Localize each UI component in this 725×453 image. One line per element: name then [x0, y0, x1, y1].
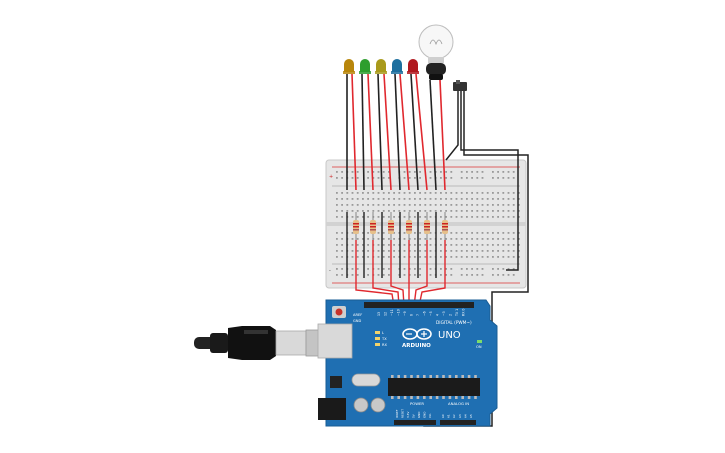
leds — [343, 59, 419, 74]
resistor — [406, 212, 412, 240]
led-yellow-icon[interactable] — [375, 59, 387, 74]
power-pin-label: RESET — [401, 409, 405, 418]
led-wires — [346, 73, 446, 191]
digital-pin-label: 12 — [384, 312, 388, 316]
arduino-logo-icon — [402, 328, 432, 340]
slide-switch-icon[interactable] — [453, 80, 467, 91]
digital-pin-label: 8 — [410, 314, 414, 316]
digital-pin-label: ~9 — [403, 311, 407, 316]
analog-header-label: ANALOG IN — [448, 401, 469, 406]
power-pin-label: 3.3V — [406, 412, 410, 418]
digital-pin-label: ~3 — [442, 311, 446, 316]
rx-label: RX — [382, 343, 387, 347]
analog-pin-label: A1 — [447, 414, 451, 418]
analog-header[interactable] — [440, 420, 476, 425]
digital-pin-label: ~5 — [429, 311, 433, 316]
analog-pin-label: A4 — [463, 414, 467, 418]
brand-label: ARDUINO — [402, 343, 431, 349]
power-header-label: POWER — [410, 401, 424, 406]
led-green-icon[interactable] — [359, 59, 371, 74]
tx-label: TX — [381, 337, 387, 341]
resistor — [424, 212, 430, 240]
on-label: ON — [476, 345, 482, 349]
power-header[interactable] — [394, 420, 436, 425]
power-jack — [318, 398, 346, 420]
led-red-icon[interactable] — [407, 59, 419, 74]
power-pin-label: Vin — [428, 413, 432, 418]
resistor — [442, 212, 448, 240]
model-label: UNO — [438, 330, 461, 341]
power-pin-label: IOREF — [395, 409, 399, 418]
atmega-chip — [388, 378, 480, 396]
usb-jack — [317, 323, 353, 359]
analog-pin-label: A3 — [458, 414, 462, 418]
analog-pin-label: A0 — [441, 414, 445, 418]
led-blue-icon[interactable] — [391, 59, 403, 74]
ground-jumpers — [346, 212, 437, 278]
digital-pin-label: ~6 — [423, 311, 427, 316]
rail-plus-label: + — [329, 174, 333, 180]
resistor — [370, 212, 376, 240]
power-pin-label: GND — [417, 412, 421, 418]
power-pin-label: GND — [423, 412, 427, 418]
led-orange-icon[interactable] — [343, 59, 355, 74]
digital-pin-label: TX 1 — [455, 309, 459, 317]
power-pin-label: 5V — [412, 414, 416, 418]
digital-pin-label: 2 — [449, 314, 453, 316]
digital-pin-label: RX 0 — [462, 309, 466, 316]
resistor — [353, 212, 359, 240]
analog-pin-label: A2 — [452, 414, 456, 418]
light-bulb-icon[interactable] — [418, 24, 454, 80]
resistor — [388, 212, 394, 240]
digital-pin-label: 4 — [436, 314, 440, 316]
crystal — [351, 373, 381, 387]
resistors — [353, 212, 448, 240]
chip-pins — [391, 375, 477, 399]
rail-minus-label: - — [329, 268, 331, 274]
analog-pin-label: A5 — [469, 414, 473, 418]
digital-header-label: DIGITAL (PWM~) — [436, 320, 472, 326]
digital-pin-label: ~11 — [390, 309, 394, 316]
digital-pin-label: 13 — [377, 312, 381, 316]
gnd-label: GND — [353, 319, 361, 323]
digital-pin-label: 7 — [416, 314, 420, 316]
digital-header[interactable] — [364, 302, 474, 308]
aref-label: AREF — [353, 313, 362, 317]
digital-pin-label: ~10 — [397, 309, 401, 316]
led-l-label: L — [382, 331, 384, 335]
